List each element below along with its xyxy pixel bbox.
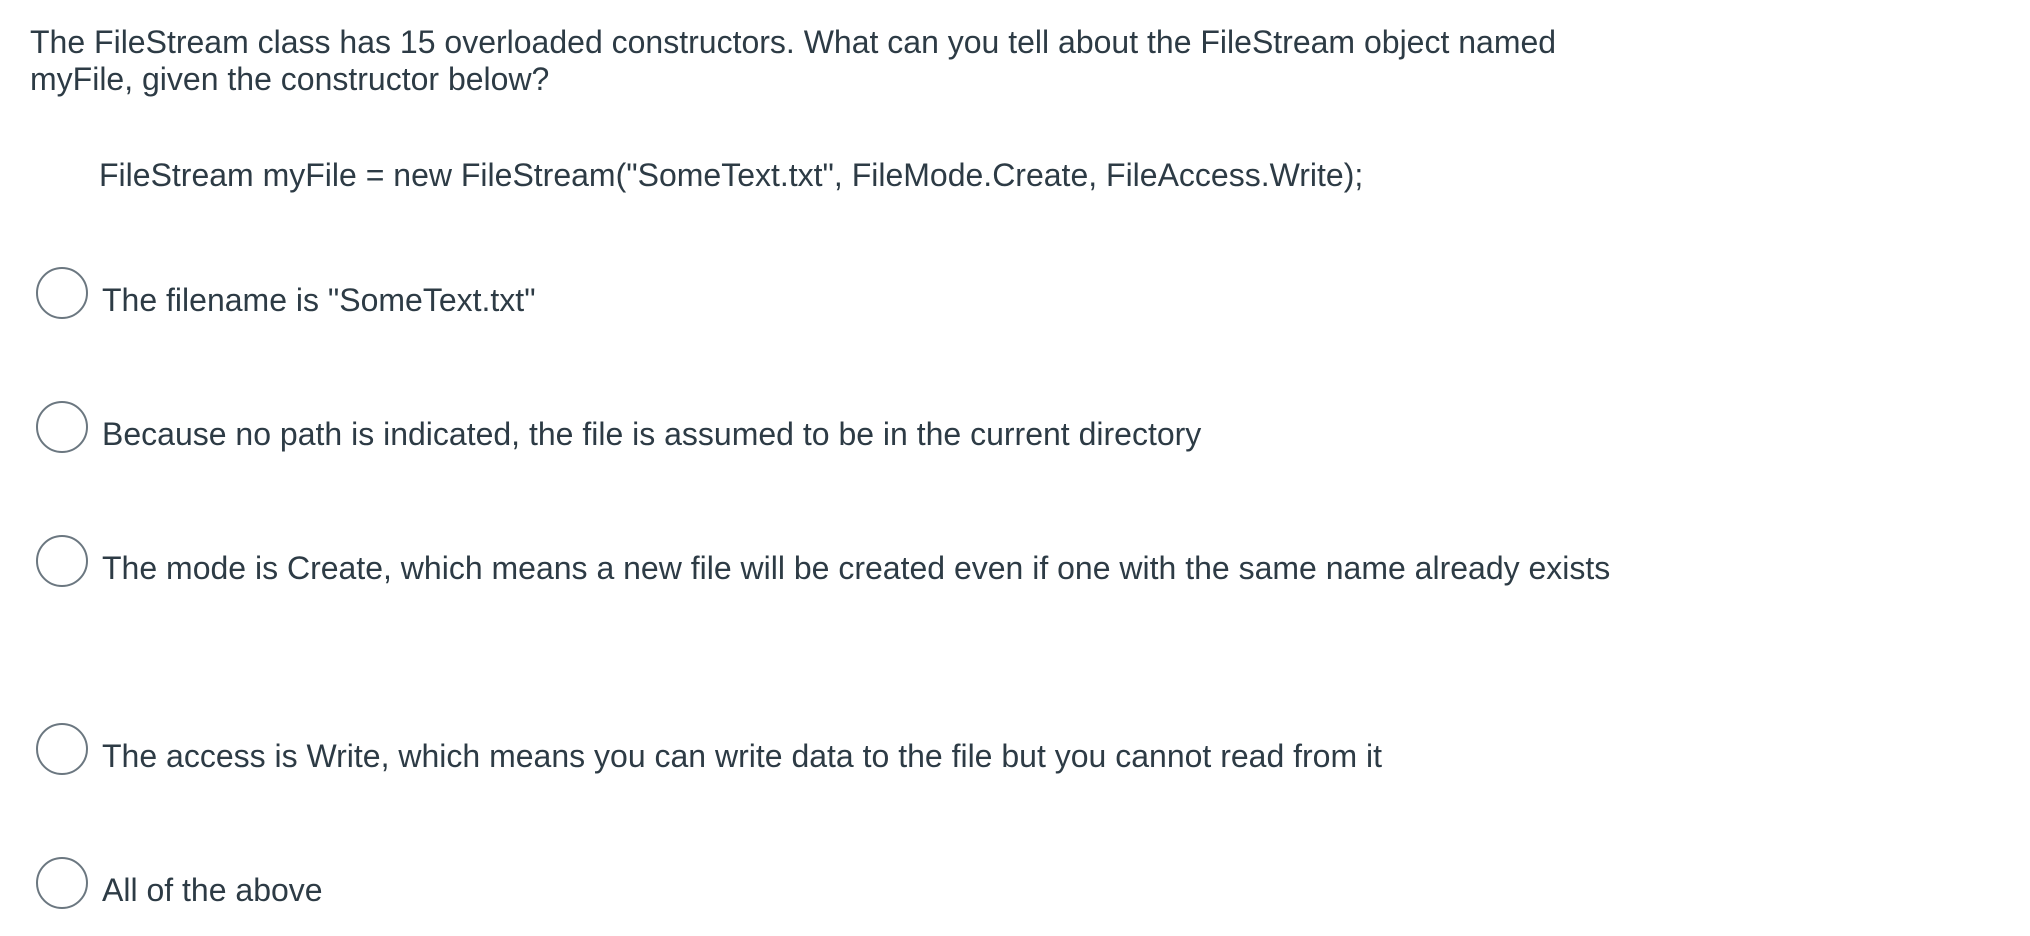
answer-label[interactable]: Because no path is indicated, the file i… [102, 416, 1202, 452]
radio-button-icon[interactable] [36, 267, 88, 319]
radio-button-icon[interactable] [36, 857, 88, 909]
radio-button-icon[interactable] [36, 535, 88, 587]
answer-label[interactable]: All of the above [102, 872, 323, 908]
answer-option-3[interactable]: The mode is Create, which means a new fi… [36, 535, 1696, 596]
answer-label[interactable]: The access is Write, which means you can… [102, 738, 1383, 774]
question-prompt: The FileStream class has 15 overloaded c… [30, 24, 1557, 97]
answer-label[interactable]: The filename is "SomeText.txt" [102, 282, 536, 318]
radio-button-icon[interactable] [36, 723, 88, 775]
answer-label[interactable]: The mode is Create, which means a new fi… [102, 550, 1611, 586]
constructor-code: FileStream myFile = new FileStream("Some… [99, 157, 1364, 193]
answer-option-5[interactable]: All of the above [36, 857, 1696, 918]
answer-option-2[interactable]: Because no path is indicated, the file i… [36, 401, 1696, 462]
radio-button-icon[interactable] [36, 401, 88, 453]
answer-option-1[interactable]: The filename is "SomeText.txt" [36, 267, 1696, 328]
answer-option-4[interactable]: The access is Write, which means you can… [36, 723, 1696, 784]
